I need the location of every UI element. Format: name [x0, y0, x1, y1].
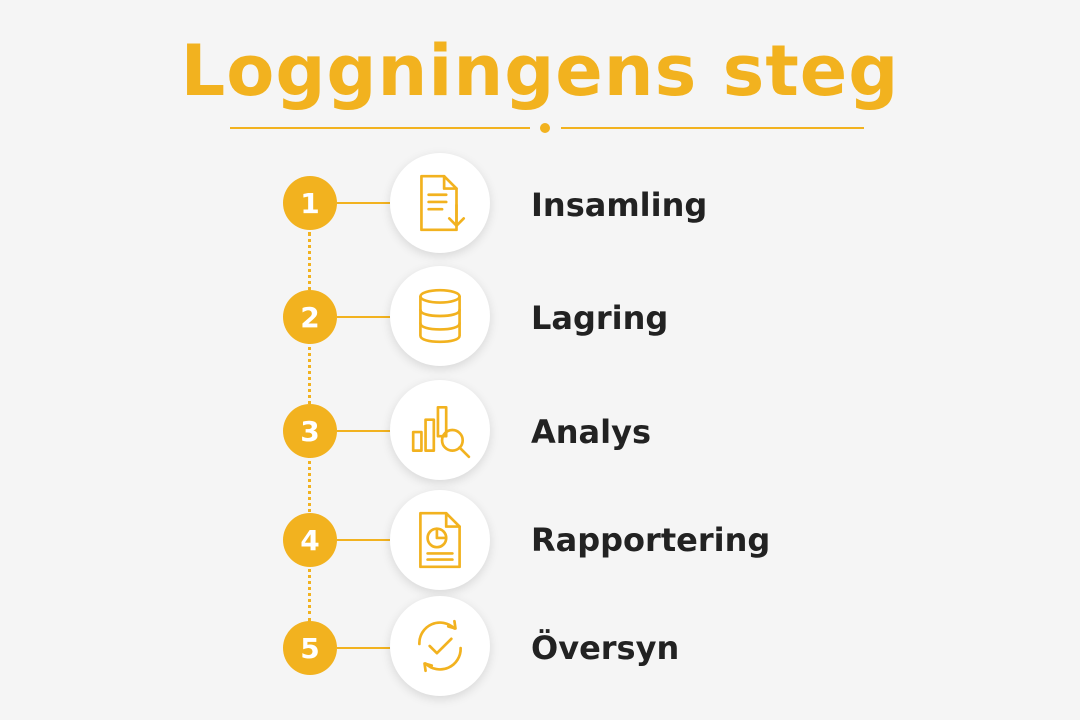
document-download-icon — [390, 153, 490, 253]
step-number-badge: 3 — [283, 404, 337, 458]
bar-chart-search-icon — [390, 380, 490, 480]
step-number-badge: 4 — [283, 513, 337, 567]
step-2: 2 Lagring — [0, 266, 1080, 366]
step-1: 1 Insamling — [0, 153, 1080, 253]
step-connector — [337, 316, 390, 318]
page-title: Loggningens steg — [180, 30, 900, 112]
step-label: Lagring — [531, 299, 669, 337]
title-divider-left — [230, 127, 530, 129]
step-5: 5 Översyn — [0, 596, 1080, 696]
refresh-check-icon — [390, 596, 490, 696]
report-pie-chart-icon — [390, 490, 490, 590]
database-icon — [390, 266, 490, 366]
step-label: Översyn — [531, 629, 680, 667]
step-number-badge: 2 — [283, 290, 337, 344]
step-connector — [337, 430, 390, 432]
step-3: 3 Analys — [0, 380, 1080, 480]
step-connector — [337, 202, 390, 204]
step-4: 4 Rapportering — [0, 490, 1080, 590]
step-label: Insamling — [531, 186, 708, 224]
step-number-badge: 5 — [283, 621, 337, 675]
step-label: Rapportering — [531, 521, 771, 559]
step-connector — [337, 647, 390, 649]
step-number-badge: 1 — [283, 176, 337, 230]
step-label: Analys — [531, 413, 652, 451]
step-connector — [337, 539, 390, 541]
title-divider-right — [561, 127, 864, 129]
title-divider-dot — [540, 123, 550, 133]
